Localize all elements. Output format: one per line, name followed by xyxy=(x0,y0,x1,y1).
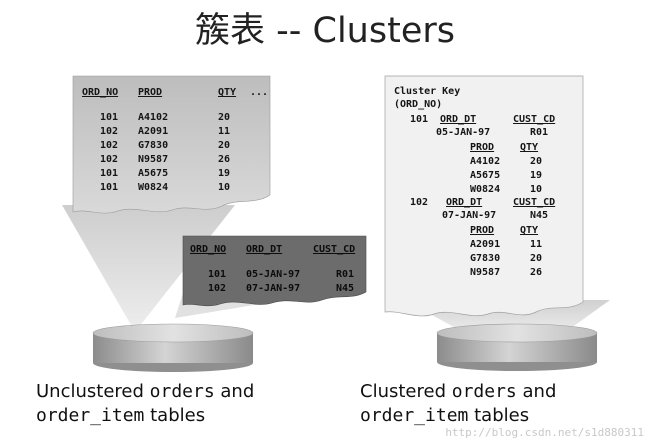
cell-ord-no: 102 xyxy=(100,126,119,137)
left-disk xyxy=(92,323,254,372)
cell-prod: N9587 xyxy=(470,267,501,278)
col-header-ord-dt: ORD_DT xyxy=(446,197,483,208)
cluster-key-value: 102 xyxy=(410,197,429,208)
cell-ord-no: 101 xyxy=(208,269,227,280)
cell-qty: 20 xyxy=(530,156,543,167)
cell-qty: 11 xyxy=(218,126,231,137)
cell-qty: 20 xyxy=(218,112,231,123)
col-header-ord-no: ORD_NO xyxy=(190,244,227,255)
col-header-cust-cd: CUST_CD xyxy=(513,114,556,125)
col-header-ord-dt: ORD_DT xyxy=(440,114,477,125)
cell-prod: W0824 xyxy=(470,184,501,195)
cell-prod: A2091 xyxy=(138,126,169,137)
cell-qty: 20 xyxy=(530,253,543,264)
cell-ord-dt: 05-JAN-97 xyxy=(246,269,301,280)
caption-word: tables xyxy=(474,405,530,426)
caption-code-orders: orders xyxy=(451,381,517,402)
col-header-prod: PROD xyxy=(138,87,163,98)
cell-ord-dt: 05-JAN-97 xyxy=(436,127,491,138)
col-header-prod: PROD xyxy=(470,225,495,236)
col-header-cust-cd: CUST_CD xyxy=(313,244,356,255)
cluster-key-column: (ORD_NO) xyxy=(394,99,443,110)
cell-ord-dt: 07-JAN-97 xyxy=(442,210,497,221)
col-header-prod: PROD xyxy=(470,142,495,153)
cell-prod: W0824 xyxy=(138,182,169,193)
cell-ord-no: 102 xyxy=(208,283,227,294)
caption-code-orders: orders xyxy=(149,381,215,402)
col-header-cust-cd: CUST_CD xyxy=(513,197,556,208)
col-header-ord-no: ORD_NO xyxy=(82,87,119,98)
page-title: 簇表 -- Clusters xyxy=(195,11,455,51)
cell-prod: A4102 xyxy=(138,112,169,123)
col-header-more: ... xyxy=(250,87,269,98)
cell-qty: 26 xyxy=(218,154,231,165)
caption-code-order-item: order_item xyxy=(360,405,469,426)
cluster-paper xyxy=(384,75,584,317)
col-header-qty: QTY xyxy=(520,142,539,153)
cell-ord-no: 101 xyxy=(100,168,119,179)
cell-prod: A5675 xyxy=(138,168,169,179)
clustered-caption: Clustered orders and order_item tables xyxy=(360,380,556,428)
cluster-key-value: 101 xyxy=(410,114,429,125)
cell-ord-no: 102 xyxy=(100,154,119,165)
col-header-ord-dt: ORD_DT xyxy=(246,244,283,255)
col-header-qty: QTY xyxy=(218,87,237,98)
caption-code-order-item: order_item xyxy=(36,405,145,426)
cell-ord-no: 101 xyxy=(100,182,119,193)
cell-qty: 20 xyxy=(218,140,231,151)
cell-qty: 19 xyxy=(530,170,543,181)
cell-ord-no: 102 xyxy=(100,140,119,151)
cell-prod: G7830 xyxy=(138,140,169,151)
right-disk xyxy=(436,323,598,371)
cell-qty: 11 xyxy=(530,239,543,250)
cell-qty: 10 xyxy=(218,182,231,193)
cell-prod: G7830 xyxy=(470,253,501,264)
cell-cust-cd: R01 xyxy=(530,127,549,138)
cell-ord-dt: 07-JAN-97 xyxy=(246,283,301,294)
caption-word: and xyxy=(220,381,255,402)
cell-qty: 26 xyxy=(530,267,543,278)
unclustered-caption: Unclustered orders and order_item tables xyxy=(36,380,254,428)
watermark: http://blog.csdn.net/s1d880311 xyxy=(445,426,644,439)
cell-cust-cd: N45 xyxy=(530,210,549,221)
caption-word: and xyxy=(522,381,557,402)
caption-word: Clustered xyxy=(360,381,446,402)
col-header-qty: QTY xyxy=(520,225,539,236)
cell-prod: A5675 xyxy=(470,170,501,181)
cell-prod: A4102 xyxy=(470,156,501,167)
order-item-table-paper xyxy=(182,235,367,307)
cell-cust-cd: N45 xyxy=(336,283,355,294)
cell-ord-no: 101 xyxy=(100,112,119,123)
cell-qty: 10 xyxy=(530,184,543,195)
caption-word: Unclustered xyxy=(36,381,144,402)
caption-word: tables xyxy=(150,405,206,426)
cell-prod: A2091 xyxy=(470,239,501,250)
cell-prod: N9587 xyxy=(138,154,169,165)
cell-cust-cd: R01 xyxy=(336,269,355,280)
orders-table-paper xyxy=(72,75,271,214)
cluster-key-label: Cluster Key xyxy=(394,86,461,97)
cell-qty: 19 xyxy=(218,168,231,179)
